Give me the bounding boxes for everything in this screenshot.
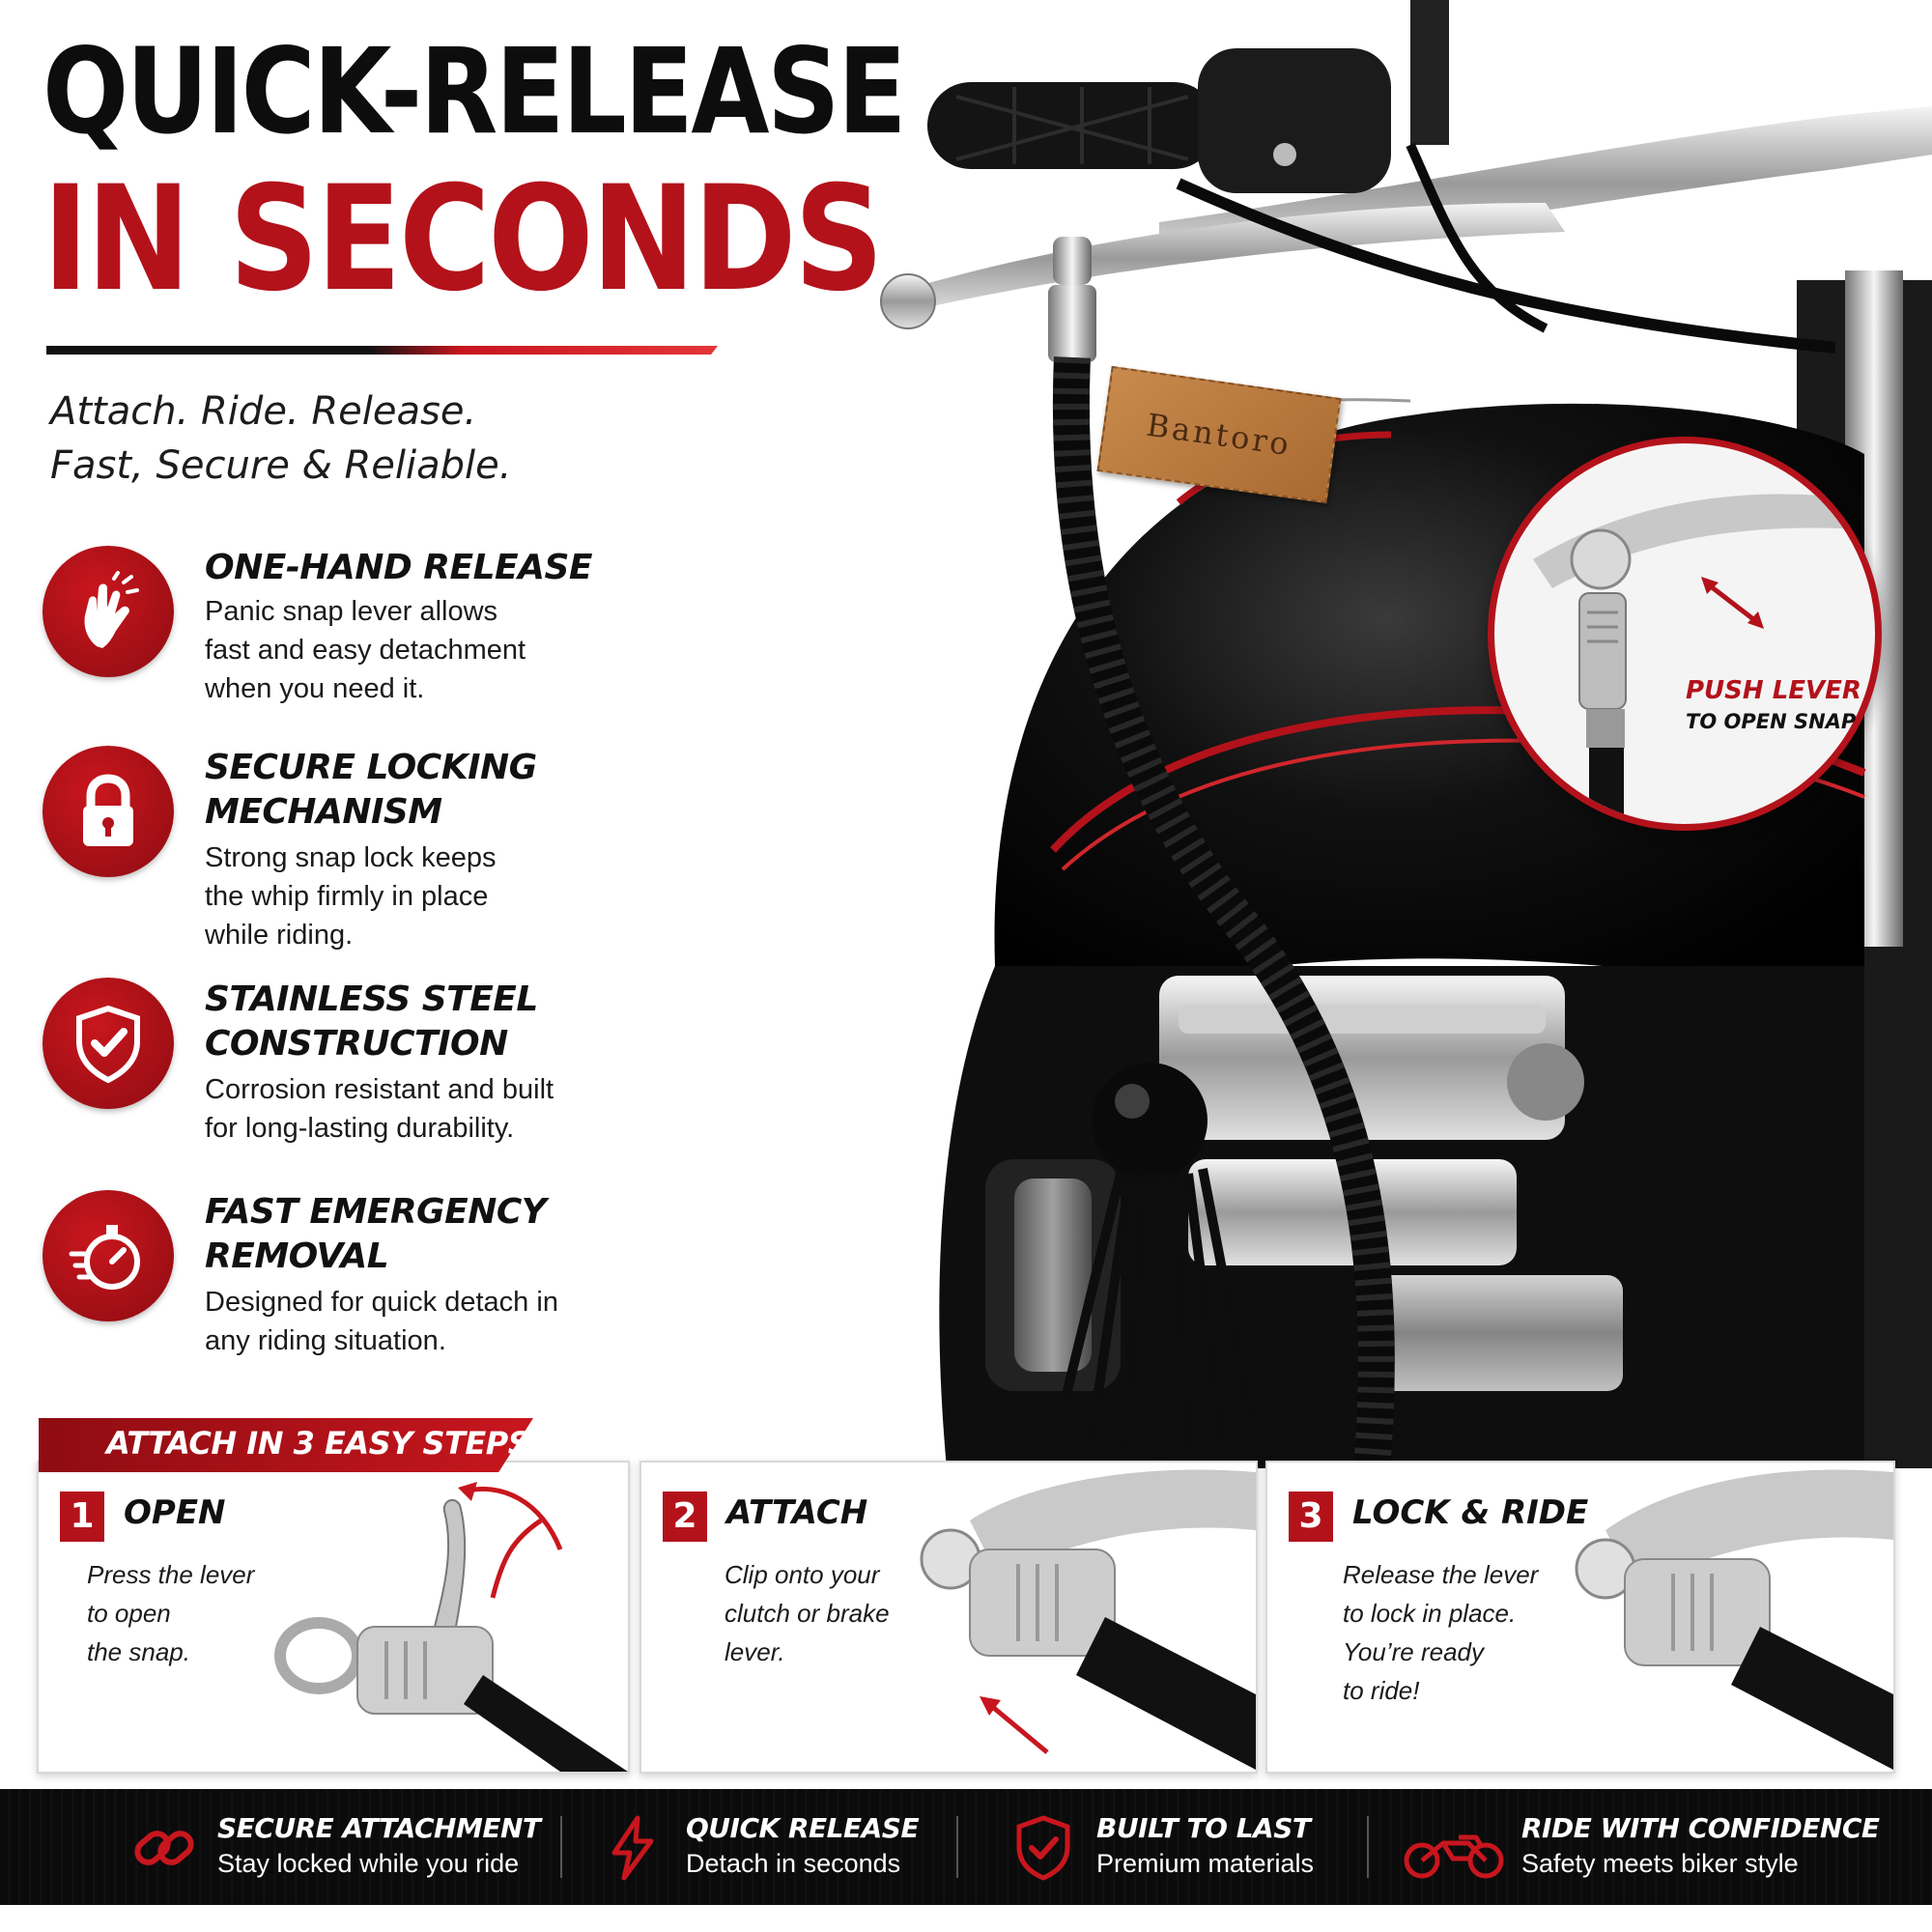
step-desc: Release the lever to lock in place. You’…	[1343, 1555, 1565, 1710]
padlock-icon	[43, 746, 174, 877]
feature-title: ONE-HAND RELEASE	[205, 548, 593, 587]
footer-divider	[560, 1816, 562, 1878]
snap-locked-illustration	[1575, 1469, 1893, 1770]
chain-link-icon	[134, 1831, 194, 1865]
feature-title-line-2: MECHANISM	[205, 792, 442, 832]
footer-divider	[956, 1816, 958, 1878]
product-photo	[869, 0, 1932, 1470]
tagline-line-2: Fast, Secure & Reliable.	[50, 443, 512, 488]
step-card-1: 1 OPEN Press the lever to open the snap.	[37, 1461, 630, 1774]
footer-item-built-to-last: BUILT TO LAST Premium materials	[1009, 1789, 1348, 1905]
step-card-2: 2 ATTACH Clip onto your clutch or brake …	[639, 1461, 1258, 1774]
step-desc-line: lever.	[724, 1637, 785, 1666]
feature-desc-line: Designed for quick detach in	[205, 1287, 558, 1318]
snap-open-illustration	[274, 1482, 628, 1772]
step-title: LOCK & RIDE	[1352, 1493, 1589, 1532]
motorcycle-icon	[1404, 1834, 1504, 1879]
feature-one-hand-release: ONE-HAND RELEASE Panic snap lever allows…	[43, 546, 738, 720]
motorcycle-illustration	[880, 0, 1932, 1470]
feature-desc-line: Corrosion resistant and built	[205, 1074, 554, 1105]
snap-attach-illustration	[920, 1469, 1256, 1770]
feature-desc-line: Strong snap lock keeps	[205, 842, 497, 873]
feature-secure-locking: SECURE LOCKING MECHANISM Strong snap loc…	[43, 746, 738, 951]
feature-fast-emergency-removal: FAST EMERGENCY REMOVAL Designed for quic…	[43, 1190, 738, 1364]
step-desc-line: the snap.	[87, 1637, 190, 1666]
step-desc-line: Press the lever	[87, 1560, 255, 1589]
feature-desc: Corrosion resistant and built for long-l…	[205, 1070, 659, 1148]
step-desc-line: Clip onto your	[724, 1560, 880, 1589]
footer-item-title: RIDE WITH CONFIDENCE	[1521, 1812, 1880, 1844]
shield-check-icon	[43, 978, 174, 1109]
zoom-label-line-1: PUSH LEVER	[1686, 676, 1861, 705]
steps-banner-text: ATTACH IN 3 EASY STEPS	[106, 1425, 530, 1462]
footer-item-quick-release: QUICK RELEASE Detach in seconds	[599, 1789, 947, 1905]
zoom-detail-circle	[1488, 437, 1882, 831]
step-desc: Clip onto your clutch or brake lever.	[724, 1555, 947, 1671]
snap-closeup-illustration	[1533, 494, 1875, 824]
footer-texture	[0, 1789, 1932, 1905]
feature-desc-line: while riding.	[205, 920, 354, 951]
step-number: 1	[60, 1492, 104, 1542]
feature-desc-line: when you need it.	[205, 673, 425, 704]
tagline-line-1: Attach. Ride. Release.	[50, 389, 477, 434]
feature-desc-line: Panic snap lever allows	[205, 596, 498, 627]
headline-line-1: QUICK-RELEASE	[43, 23, 907, 160]
step-card-3: 3 LOCK & RIDE Release the lever to lock …	[1265, 1461, 1895, 1774]
feature-desc-line: for long-lasting durability.	[205, 1113, 515, 1144]
step-number: 3	[1289, 1492, 1333, 1542]
feature-desc-line: any riding situation.	[205, 1325, 446, 1356]
zoom-label-line-2: TO OPEN SNAP	[1686, 710, 1857, 733]
footer-item-title: QUICK RELEASE	[686, 1812, 920, 1844]
footer-bar: SECURE ATTACHMENT Stay locked while you …	[0, 1789, 1932, 1905]
brand-tag-text: Bantoro	[1144, 406, 1294, 464]
tagline: Attach. Ride. Release. Fast, Secure & Re…	[50, 384, 511, 493]
feature-desc: Strong snap lock keeps the whip firmly i…	[205, 838, 659, 954]
feature-title-line-1: SECURE LOCKING	[205, 748, 537, 787]
footer-item-ride-with-confidence: RIDE WITH CONFIDENCE Safety meets biker …	[1401, 1789, 1903, 1905]
step-desc-line: to ride!	[1343, 1676, 1420, 1705]
step-number: 2	[663, 1492, 707, 1542]
footer-item-title: SECURE ATTACHMENT	[217, 1812, 541, 1844]
footer-item-desc: Stay locked while you ride	[217, 1849, 520, 1878]
footer-item-desc: Detach in seconds	[686, 1849, 901, 1878]
stopwatch-icon	[43, 1190, 174, 1321]
feature-title-line-1: FAST EMERGENCY	[205, 1192, 547, 1232]
headline-underline	[46, 346, 718, 355]
steps-banner	[39, 1418, 533, 1472]
feature-title-line-1: STAINLESS STEEL	[205, 980, 538, 1019]
footer-item-secure-attachment: SECURE ATTACHMENT Stay locked while you …	[130, 1789, 565, 1905]
step-desc-line: to open	[87, 1599, 171, 1628]
lightning-bolt-icon	[611, 1815, 654, 1881]
snap-finger-icon	[43, 546, 174, 677]
step-title: ATTACH	[726, 1493, 868, 1532]
step-desc-line: clutch or brake	[724, 1599, 890, 1628]
step-title: OPEN	[124, 1493, 226, 1532]
feature-desc: Panic snap lever allows fast and easy de…	[205, 592, 659, 708]
feature-desc-line: the whip firmly in place	[205, 881, 489, 912]
footer-item-title: BUILT TO LAST	[1096, 1812, 1311, 1844]
headline-line-2: IN SECONDS	[43, 156, 884, 324]
step-desc-line: Release the lever	[1343, 1560, 1539, 1589]
footer-item-desc: Premium materials	[1096, 1849, 1315, 1878]
feature-stainless-steel: STAINLESS STEEL CONSTRUCTION Corrosion r…	[43, 978, 738, 1151]
footer-divider	[1367, 1816, 1369, 1878]
footer-item-desc: Safety meets biker style	[1521, 1849, 1799, 1878]
feature-title-line-2: CONSTRUCTION	[205, 1024, 508, 1064]
shield-check-icon	[1016, 1815, 1070, 1881]
feature-desc: Designed for quick detach in any riding …	[205, 1283, 659, 1360]
step-desc: Press the lever to open the snap.	[87, 1555, 309, 1671]
feature-desc-line: fast and easy detachment	[205, 635, 526, 666]
feature-title-line-2: REMOVAL	[205, 1236, 389, 1276]
step-desc-line: to lock in place.	[1343, 1599, 1517, 1628]
step-desc-line: You’re ready	[1343, 1637, 1484, 1666]
